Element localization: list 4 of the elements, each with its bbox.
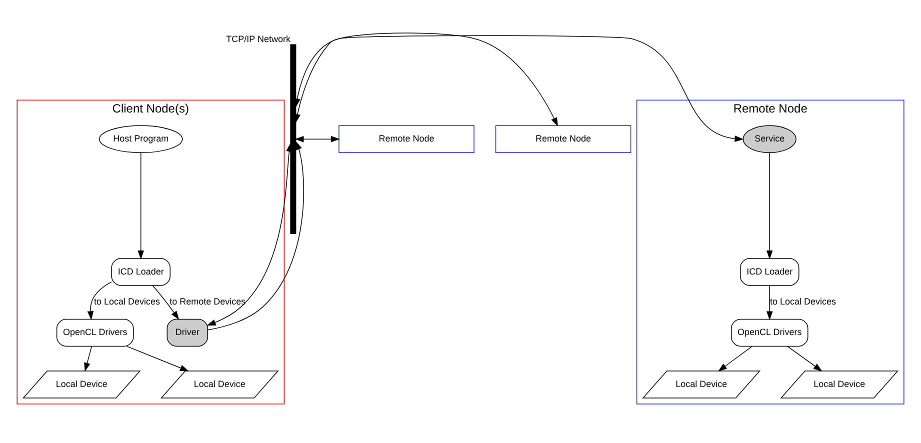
node-label: TCP/IP Network bbox=[226, 34, 290, 44]
edge-label: to Remote Devices bbox=[170, 296, 246, 307]
edge-label: to Local Devices bbox=[770, 296, 836, 307]
edge-label: to Local Devices bbox=[94, 296, 160, 307]
